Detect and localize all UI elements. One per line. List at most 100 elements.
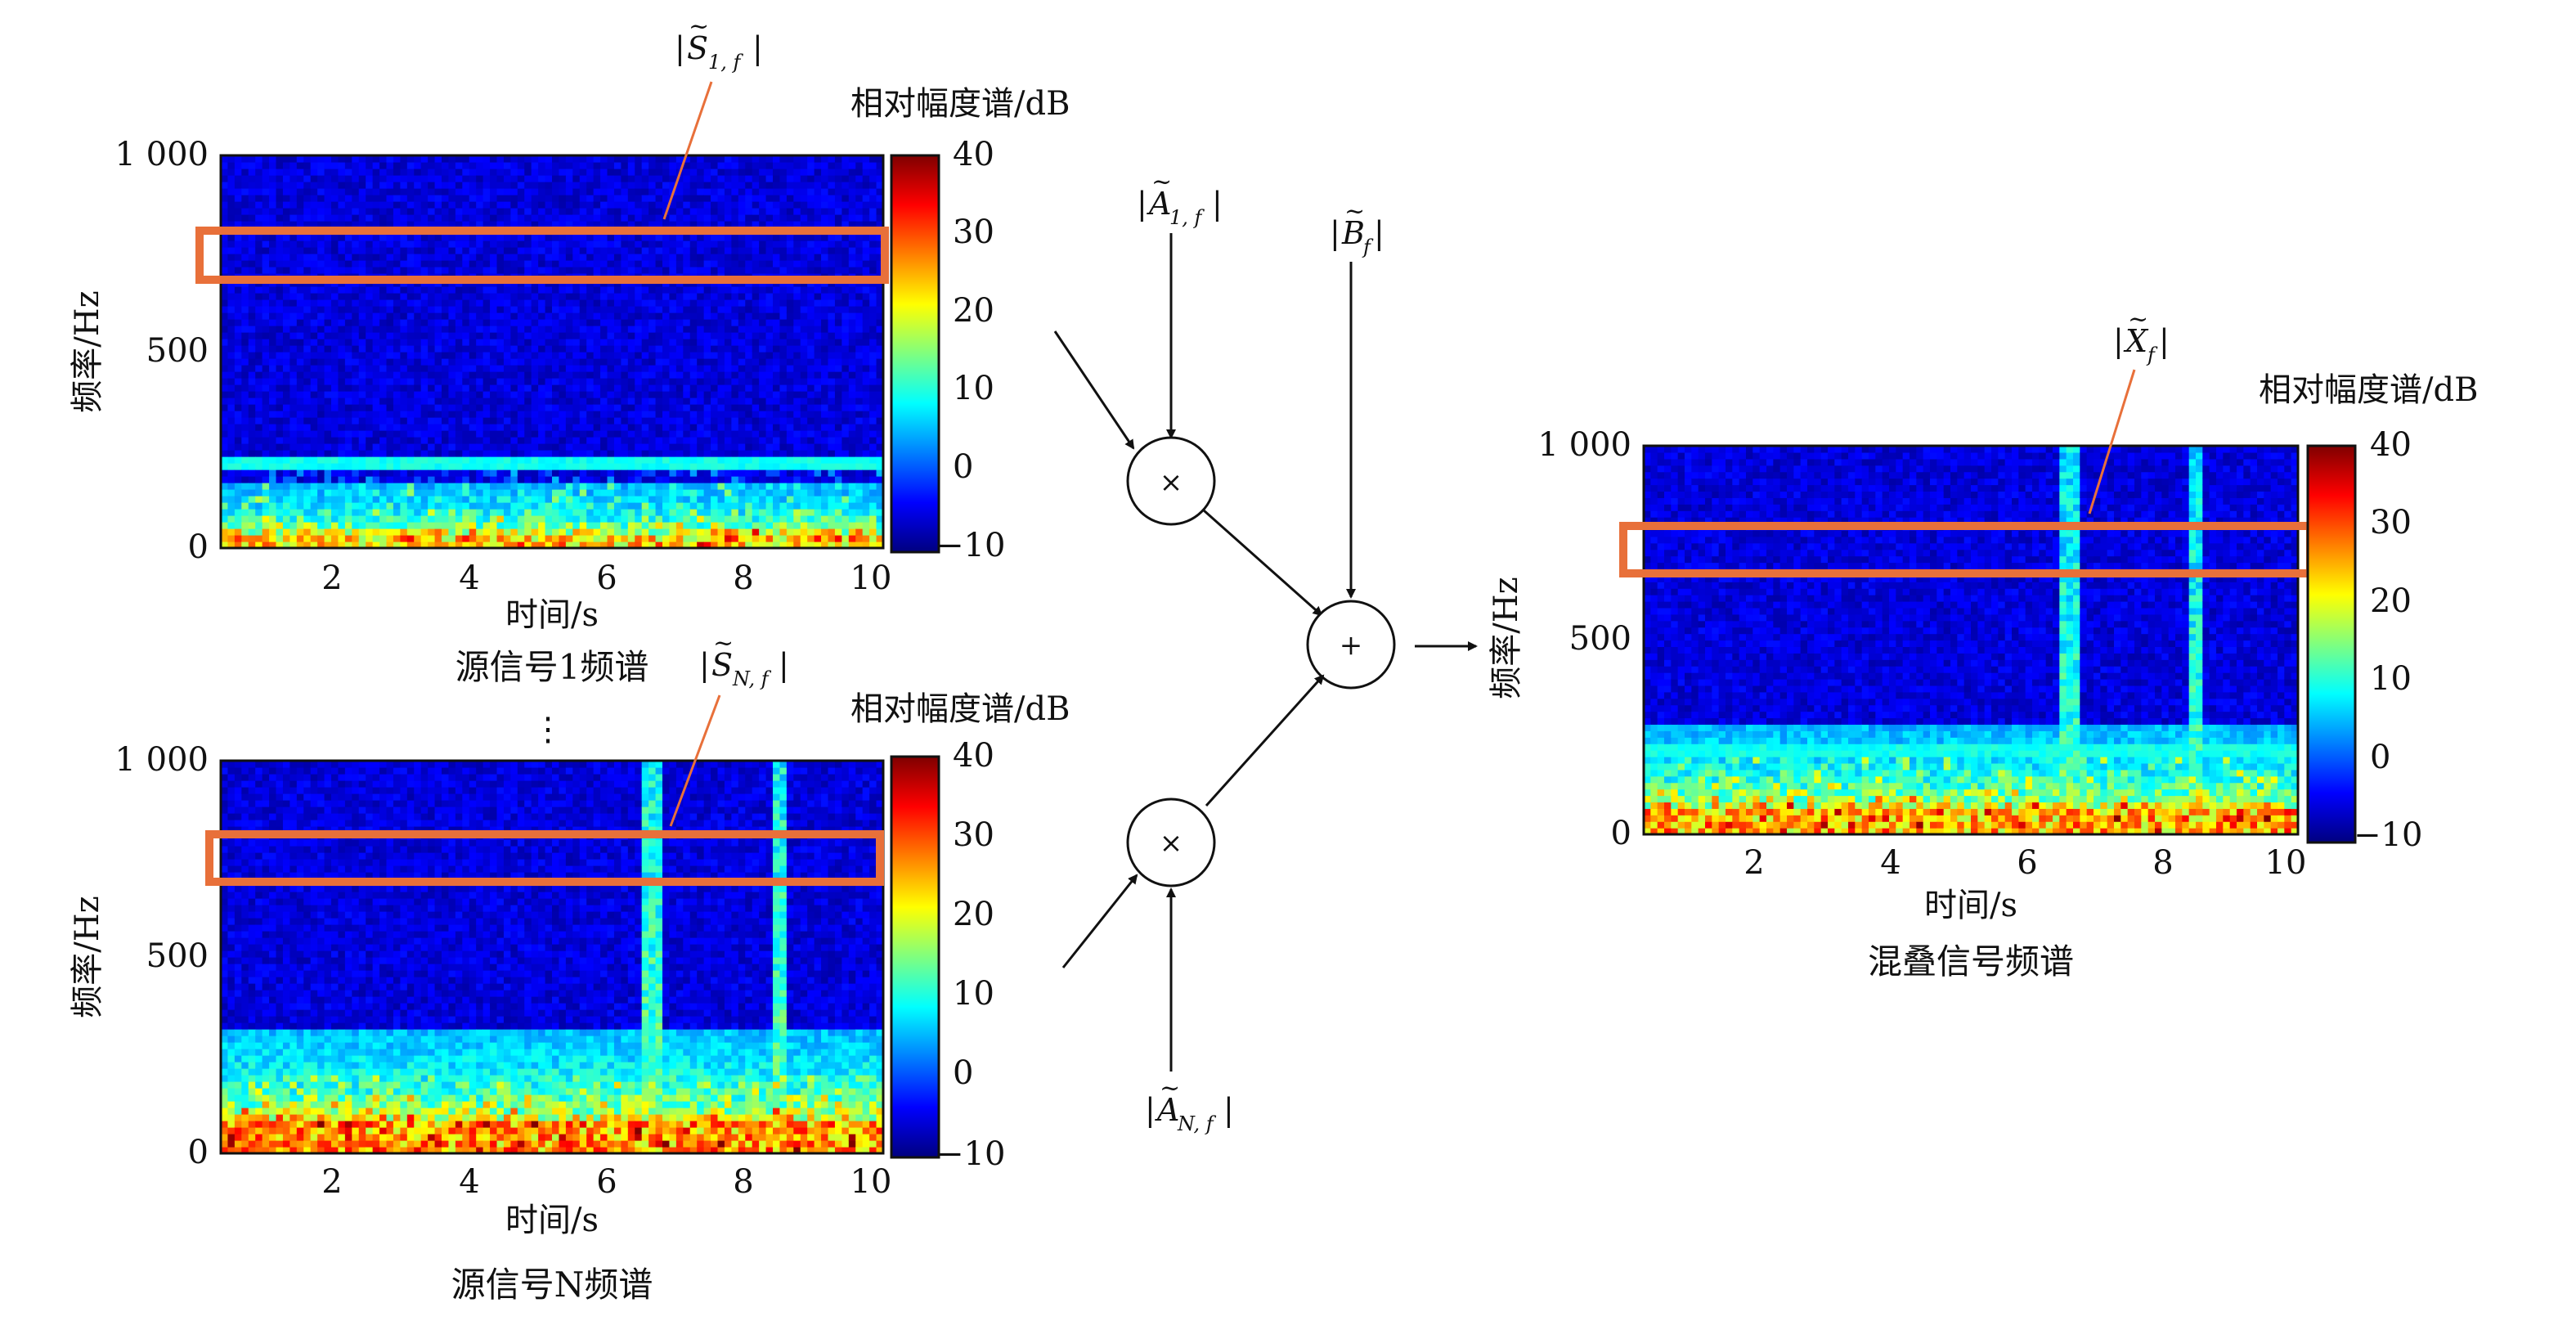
heatmap-cell: [352, 234, 359, 241]
heatmap-cell: [614, 522, 622, 529]
heatmap-cell: [462, 332, 469, 339]
heatmap-cell: [580, 319, 587, 326]
heatmap-cell: [628, 528, 635, 536]
heatmap-cell: [387, 384, 394, 392]
heatmap-cell: [325, 299, 332, 307]
heatmap-cell: [414, 483, 421, 490]
heatmap-cell: [683, 234, 690, 241]
heatmap-cell: [462, 496, 469, 503]
heatmap-cell: [338, 247, 345, 254]
heatmap-cell: [642, 234, 649, 241]
heatmap-cell: [338, 267, 345, 274]
heatmap-cell: [263, 528, 270, 536]
heatmap-cell: [559, 384, 566, 392]
heatmap-cell: [345, 182, 352, 189]
heatmap-cell: [497, 489, 505, 496]
heatmap-cell: [283, 162, 290, 169]
heatmap-cell: [297, 299, 304, 307]
heatmap-cell: [676, 430, 684, 438]
heatmap-cell: [241, 470, 249, 477]
heatmap-cell: [731, 214, 738, 222]
heatmap-cell: [662, 430, 670, 438]
heatmap-cell: [669, 352, 676, 359]
heatmap-cell: [297, 502, 304, 510]
heatmap-cell: [469, 332, 477, 339]
heatmap-cell: [779, 489, 787, 496]
heatmap-cell: [311, 515, 318, 523]
heatmap-cell: [338, 240, 345, 248]
heatmap-cell: [331, 430, 339, 438]
heatmap-cell: [586, 214, 594, 222]
heatmap-cell: [235, 188, 242, 195]
heatmap-cell: [227, 470, 235, 477]
heatmap-cell: [559, 267, 566, 274]
heatmap-cell: [745, 411, 752, 418]
heatmap-cell: [421, 234, 429, 241]
heatmap-cell: [476, 411, 483, 418]
heatmap-cell: [483, 476, 491, 483]
heatmap-cell: [628, 254, 635, 261]
heatmap-cell: [718, 260, 725, 267]
heatmap-cell: [263, 450, 270, 457]
heatmap-cell: [297, 312, 304, 320]
heatmap-cell: [393, 299, 401, 307]
heatmap-cell: [759, 293, 766, 300]
heatmap-cell: [586, 182, 594, 189]
heatmap-cell: [704, 483, 711, 490]
heatmap-cell: [752, 476, 760, 483]
heatmap-cell: [393, 358, 401, 366]
heatmap-cell: [331, 450, 339, 457]
heatmap-cell: [676, 424, 684, 431]
heatmap-cell: [697, 450, 704, 457]
heatmap-cell: [338, 345, 345, 353]
heatmap-cell: [635, 470, 642, 477]
heatmap-cell: [497, 502, 505, 510]
heatmap-cell: [608, 240, 615, 248]
heatmap-cell: [580, 299, 587, 307]
heatmap-cell: [725, 306, 732, 313]
heatmap-cell: [594, 528, 601, 536]
heatmap-cell: [331, 417, 339, 425]
heatmap-cell: [359, 398, 366, 405]
heatmap-cell: [524, 352, 532, 359]
heatmap-cell: [690, 188, 698, 195]
heatmap-cell: [628, 326, 635, 333]
heatmap-cell: [683, 175, 690, 182]
heatmap-cell: [345, 365, 352, 372]
heatmap-cell: [490, 358, 497, 366]
heatmap-cell: [241, 234, 249, 241]
heatmap-cell: [656, 214, 663, 222]
heatmap-cell: [635, 456, 642, 464]
heatmap-cell: [325, 234, 332, 241]
heatmap-cell: [297, 240, 304, 248]
heatmap-cell: [338, 293, 345, 300]
heatmap-cell: [393, 247, 401, 254]
heatmap-cell: [331, 496, 339, 503]
heatmap-cell: [566, 299, 573, 307]
heatmap-cell: [448, 470, 456, 477]
heatmap-cell: [407, 437, 415, 444]
heatmap-cell: [683, 424, 690, 431]
heatmap-cell: [421, 378, 429, 385]
heatmap-cell: [435, 489, 442, 496]
heatmap-cell: [690, 358, 698, 366]
heatmap-cell: [586, 188, 594, 195]
heatmap-cell: [331, 443, 339, 451]
heatmap-cell: [421, 470, 429, 477]
heatmap-cell: [787, 411, 794, 418]
heatmap-cell: [456, 483, 463, 490]
heatmap-cell: [352, 528, 359, 536]
heatmap-cell: [600, 195, 608, 202]
heatmap-cell: [325, 509, 332, 516]
heatmap-cell: [331, 293, 339, 300]
heatmap-cell: [711, 489, 718, 496]
heatmap-cell: [276, 378, 284, 385]
heatmap-cell: [518, 535, 525, 542]
heatmap-cell: [559, 306, 566, 313]
heatmap-cell: [345, 404, 352, 411]
heatmap-cell: [255, 509, 263, 516]
heatmap-cell: [428, 201, 435, 209]
heatmap-cell: [462, 450, 469, 457]
heatmap-cell: [345, 509, 352, 516]
heatmap-cell: [387, 240, 394, 248]
